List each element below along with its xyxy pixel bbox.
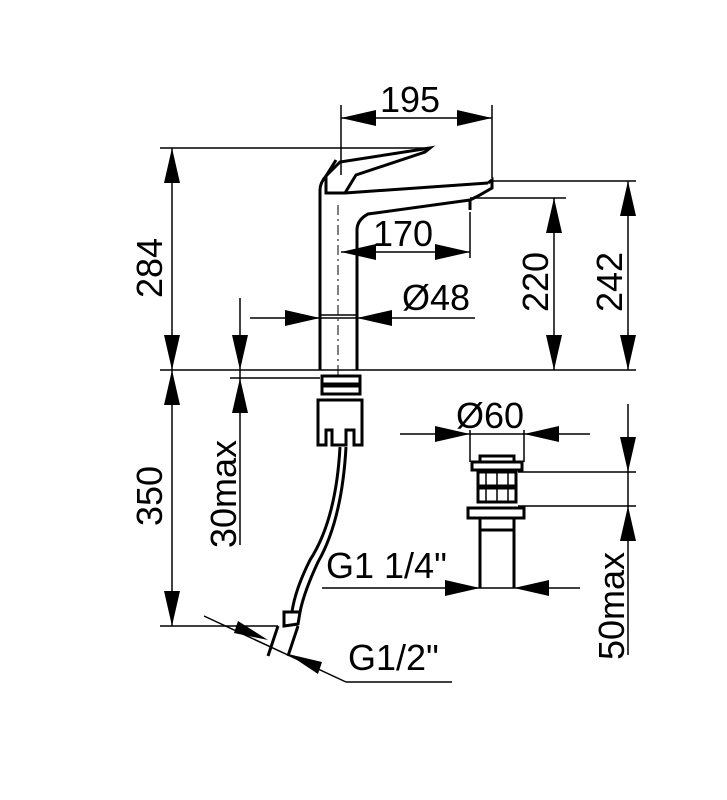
faucet-mounting — [266, 374, 364, 657]
label-waste-thread: G1 1/4" — [326, 545, 447, 586]
label-spout-reach-inner: 170 — [373, 213, 433, 254]
label-spout-reach: 195 — [380, 79, 440, 120]
dim-hose-thread: G1/2" — [203, 615, 452, 683]
dim-spout-height: 220 — [470, 197, 566, 370]
dim-total-height: 284 — [129, 147, 430, 370]
label-deck-thickness: 30max — [203, 440, 244, 548]
dim-spout-reach-inner: 170 — [341, 212, 471, 260]
waste-valve — [466, 454, 526, 588]
dim-spout-top-height: 242 — [492, 180, 636, 370]
label-waste-diameter: Ø60 — [456, 395, 524, 436]
label-waste-deck-thickness: 50max — [591, 552, 632, 660]
label-spout-height: 220 — [515, 252, 556, 312]
label-total-height: 284 — [129, 238, 170, 298]
dim-waste-deck-thickness: 50max — [518, 404, 636, 660]
label-hose-length: 350 — [129, 466, 170, 526]
dim-spout-reach: 195 — [340, 79, 493, 178]
label-body-diameter: Ø48 — [402, 277, 470, 318]
label-hose-thread: G1/2" — [348, 637, 439, 678]
label-spout-top-height: 242 — [589, 252, 630, 312]
dim-waste-thread: G1 1/4" — [322, 545, 580, 596]
dim-waste-diameter: Ø60 — [400, 395, 590, 462]
dim-deck-thickness: 30max — [203, 298, 248, 548]
dim-hose-length: 350 — [129, 370, 278, 627]
dim-body-diameter: Ø48 — [250, 277, 475, 326]
faucet-body — [318, 145, 494, 375]
